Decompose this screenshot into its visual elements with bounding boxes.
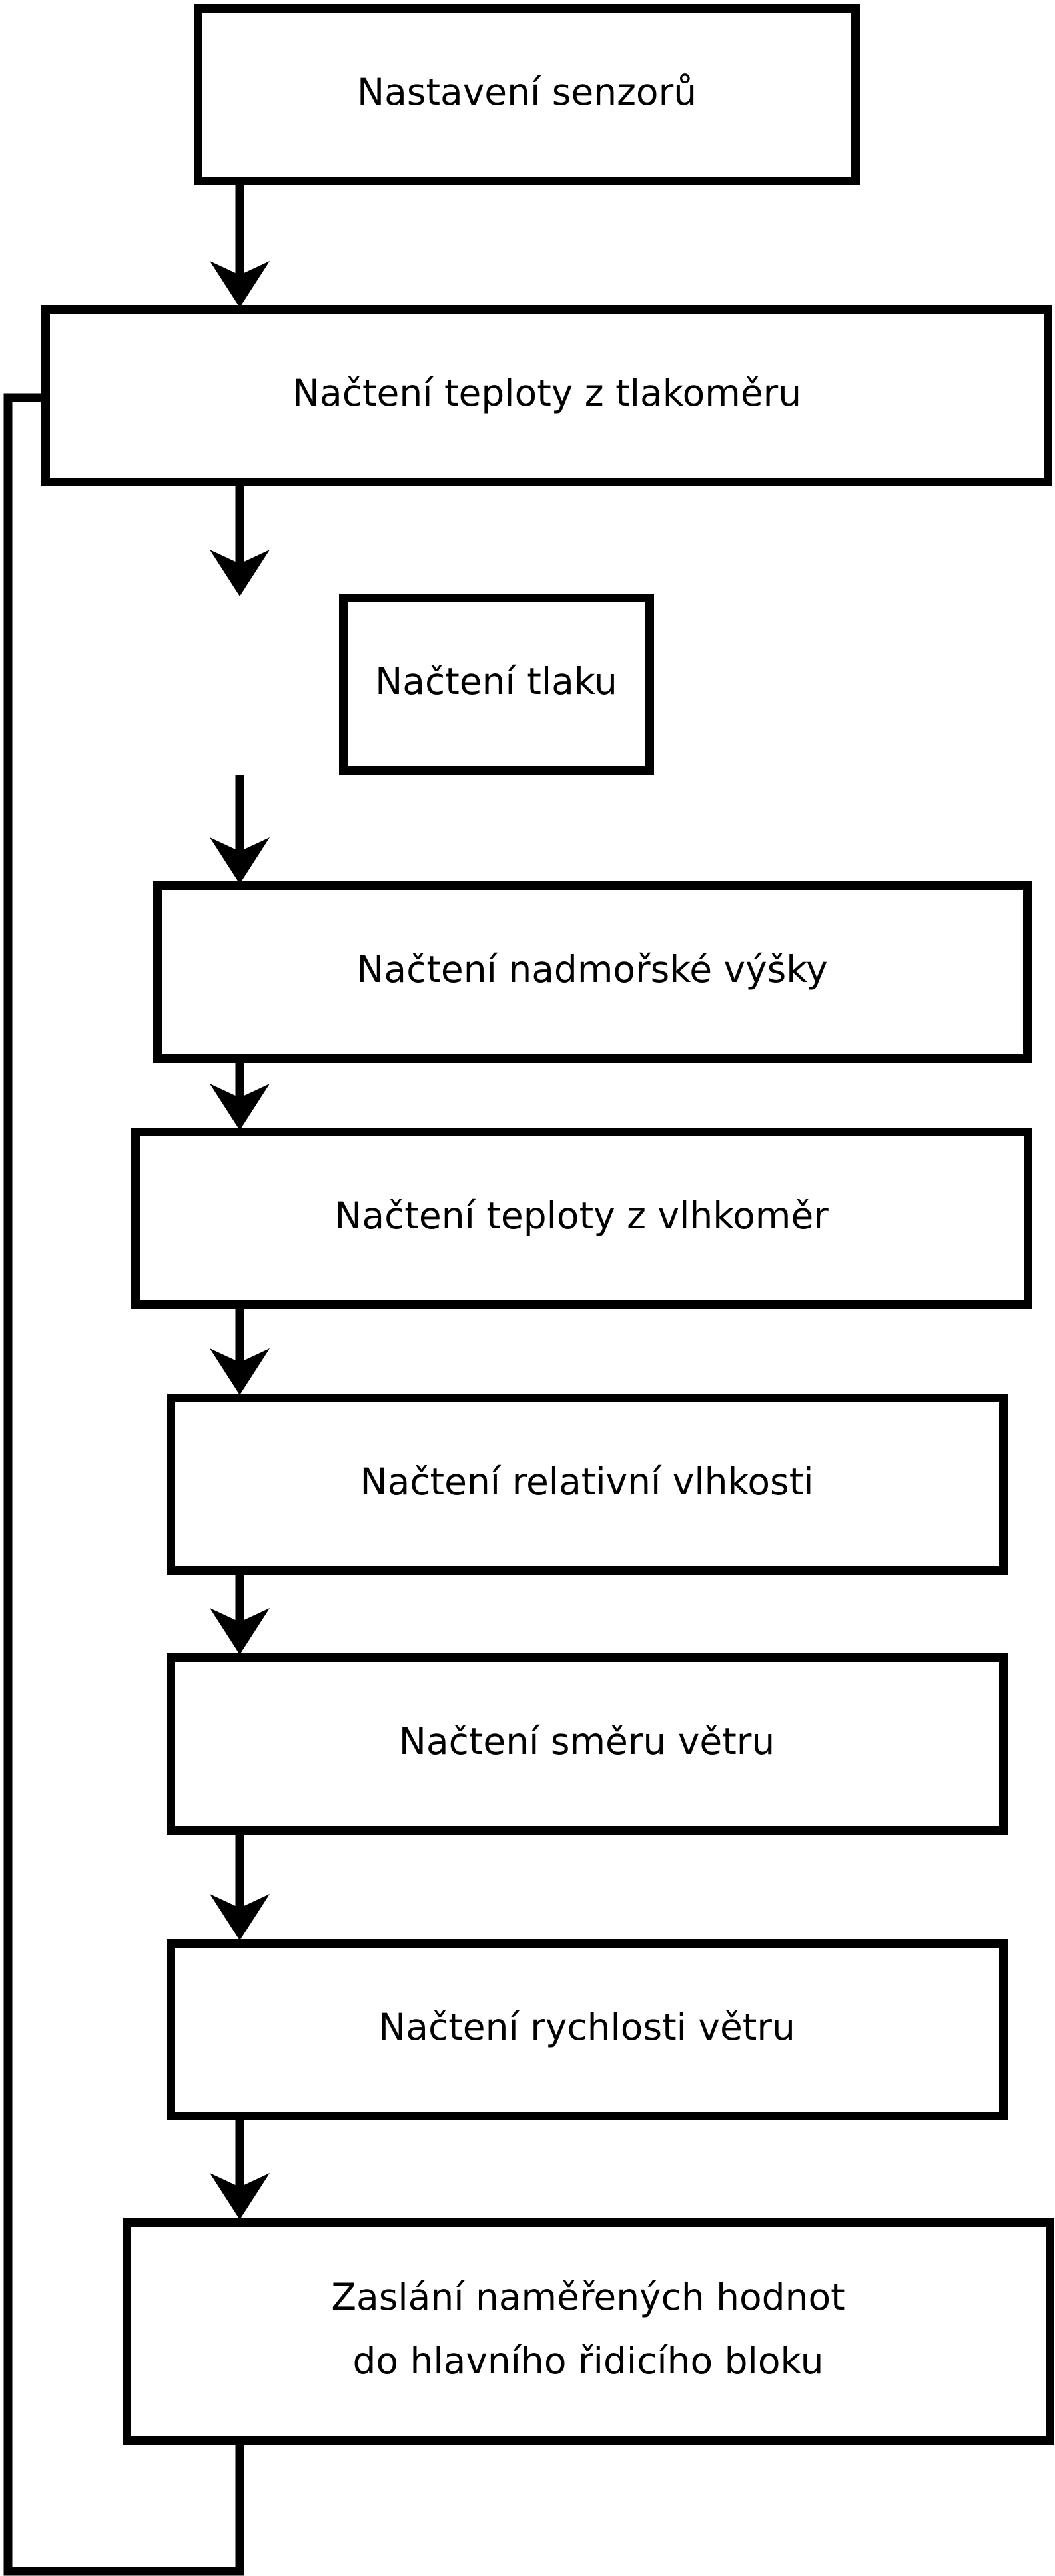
arrow-head-icon (210, 261, 270, 308)
node-rect[interactable] (194, 4, 860, 185)
node-nacteni-teploty-z-tlakomeru[interactable]: Načtení teploty z tlakoměru (41, 305, 1052, 486)
arrow-head-icon (210, 2173, 270, 2220)
node-rect[interactable] (153, 881, 1032, 1063)
node-nacteni-nadmorske-vysky[interactable]: Načtení nadmořské výšky (153, 881, 1032, 1063)
edge-n7-n8 (210, 1835, 270, 1940)
node-rect[interactable] (167, 1939, 1008, 2120)
node-label: Nastavení senzorů (357, 71, 697, 113)
edge-n3-n4 (210, 775, 270, 884)
arrow-head-icon (210, 1894, 270, 1940)
node-rect[interactable] (167, 1394, 1008, 1575)
arrow-head-icon (210, 837, 270, 884)
node-label: Načtení rychlosti větru (378, 2006, 795, 2048)
arrow-head-icon (210, 1084, 270, 1130)
edge-n1-n2 (210, 185, 270, 308)
node-zaslani-namerenych-hodnot[interactable]: Zaslání naměřených hodnot do hlavního ři… (123, 2218, 1054, 2445)
node-rect[interactable] (131, 1128, 1032, 1309)
edge-n2-n3 (210, 486, 270, 596)
node-rect[interactable] (123, 2218, 1054, 2445)
node-label: Načtení směru větru (399, 1720, 775, 1763)
edge-n5-n6 (210, 1309, 270, 1395)
arrow-head-icon (210, 550, 270, 596)
node-rect[interactable] (339, 594, 654, 775)
edge-n6-n7 (210, 1575, 270, 1655)
node-nacteni-relativni-vlhkosti[interactable]: Načtení relativní vlhkosti (167, 1394, 1008, 1575)
node-nacteni-teploty-z-vlhkomer[interactable]: Načtení teploty z vlhkoměr (131, 1128, 1032, 1309)
edge-n4-n5 (210, 1063, 270, 1130)
node-label: Načtení nadmořské výšky (356, 948, 827, 991)
node-label: Načtení relativní vlhkosti (360, 1460, 813, 1503)
edge-n8-n9 (210, 2120, 270, 2220)
node-rect[interactable] (41, 305, 1052, 486)
node-label-line1: Zaslání naměřených hodnot (331, 2276, 845, 2318)
arrow-head-icon (210, 1348, 270, 1395)
node-nacteni-rychlosti-vetru[interactable]: Načtení rychlosti větru (167, 1939, 1008, 2120)
node-label: Načtení teploty z tlakoměru (292, 372, 801, 414)
node-nacteni-tlaku[interactable]: Načtení tlaku (339, 594, 654, 775)
node-nastaveni-senzoru[interactable]: Nastavení senzorů (194, 4, 860, 185)
node-nacteni-smeru-vetru[interactable]: Načtení směru větru (167, 1653, 1008, 1835)
node-label: Načtení tlaku (375, 660, 617, 703)
node-label-line2: do hlavního řidicího bloku (352, 2340, 823, 2382)
feedback-loop-path (3, 393, 244, 2576)
node-rect[interactable] (167, 1653, 1008, 1835)
arrow-head-icon (210, 1608, 270, 1655)
node-label: Načtení teploty z vlhkoměr (334, 1194, 829, 1237)
